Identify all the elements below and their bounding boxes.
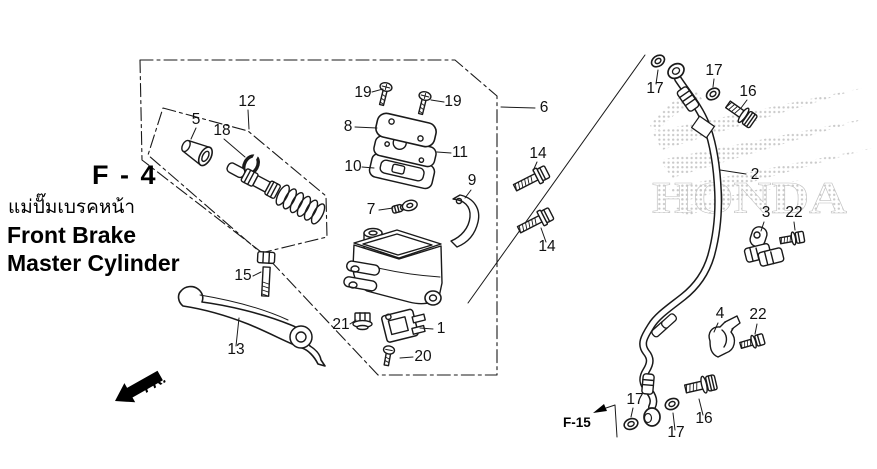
part-17-sealing-washer — [664, 397, 680, 411]
assembly-boundary-box — [139, 59, 498, 376]
part-9-lever-joint-holder — [450, 194, 480, 248]
part-12-master-cylinder-piston-set — [226, 162, 326, 225]
callout-17[interactable]: 17 — [646, 80, 663, 97]
part-15-pivot-bolt — [256, 251, 276, 297]
title-thai: แม่ปั๊มเบรคหน้า — [8, 196, 136, 218]
callout-2[interactable]: 2 — [751, 166, 760, 183]
callout-15[interactable]: 15 — [234, 267, 251, 284]
callout-11[interactable]: 11 — [452, 144, 468, 161]
callout-5[interactable]: 5 — [192, 111, 201, 128]
part-master-cylinder-body — [343, 227, 443, 306]
hose-connection-line — [467, 54, 646, 304]
part-1-brake-light-switch — [381, 308, 426, 343]
hose-banjo-eye-top — [667, 62, 685, 80]
part-7-float-pin — [391, 199, 418, 214]
part-16-banjo-bolt — [724, 100, 758, 129]
hose-banjo-eye-bottom — [643, 407, 661, 427]
callout-9[interactable]: 9 — [468, 172, 477, 189]
callout-6[interactable]: 6 — [540, 99, 549, 116]
callout-16[interactable]: 16 — [695, 410, 712, 427]
callout-8[interactable]: 8 — [344, 118, 353, 135]
callout-21[interactable]: 21 — [332, 316, 349, 333]
callout-labels: 19 19 8 11 10 7 9 6 14 14 12 5 18 15 13 … — [192, 62, 803, 441]
part-14-clamp-bolt — [512, 165, 551, 192]
cross-reference-pointer — [593, 404, 618, 438]
part-14-clamp-bolt — [516, 207, 555, 234]
callout-17[interactable]: 17 — [705, 62, 722, 79]
title-english-line1: Front Brake — [7, 222, 137, 248]
part-22-clamp-bolt — [779, 230, 806, 246]
callout-7[interactable]: 7 — [367, 201, 376, 218]
part-16-banjo-bolt — [683, 374, 718, 394]
part-4-hose-guide — [708, 315, 741, 358]
watermark-text: HONDA — [652, 173, 848, 223]
hose-outlet-port — [424, 290, 442, 306]
piston-kit-boundary — [147, 107, 328, 254]
callout-3[interactable]: 3 — [762, 204, 771, 221]
part-13-brake-lever — [177, 285, 326, 367]
callout-16[interactable]: 16 — [739, 83, 756, 100]
callout-14[interactable]: 14 — [538, 238, 556, 255]
section-code: F - 4 — [92, 160, 158, 190]
callout-19[interactable]: 19 — [354, 84, 371, 101]
callout-12[interactable]: 12 — [238, 93, 255, 110]
callout-22[interactable]: 22 — [749, 306, 766, 323]
part-17-sealing-washer — [705, 87, 721, 101]
front-direction-arrow — [115, 370, 163, 403]
part-20-switch-screw — [382, 345, 396, 367]
title-english-line2: Master Cylinder — [7, 250, 180, 276]
part-3-hose-clamp — [743, 226, 785, 267]
part-19-cover-screw — [378, 81, 393, 107]
part-17-sealing-washer — [650, 54, 666, 68]
leader-lines — [190, 69, 796, 431]
callout-14[interactable]: 14 — [529, 145, 547, 162]
part-10-diaphragm — [368, 152, 436, 190]
callout-17[interactable]: 17 — [667, 424, 684, 441]
callout-10[interactable]: 10 — [344, 158, 362, 175]
part-17-sealing-washer — [623, 417, 639, 431]
callout-19[interactable]: 19 — [444, 93, 461, 110]
callout-4[interactable]: 4 — [716, 305, 725, 322]
cross-reference-f15[interactable]: F-15 — [563, 415, 591, 430]
callout-18[interactable]: 18 — [213, 122, 230, 139]
callout-1[interactable]: 1 — [437, 320, 446, 337]
part-2-brake-hose — [639, 62, 723, 427]
part-11-diaphragm-plate — [373, 135, 437, 168]
part-22-guide-bolt — [739, 333, 766, 349]
part-5-piston-boot — [181, 139, 213, 167]
part-21-pivot-nut — [352, 312, 373, 331]
part-8-reservoir-cap — [375, 112, 437, 148]
callout-13[interactable]: 13 — [227, 341, 244, 358]
callout-22[interactable]: 22 — [785, 204, 802, 221]
honda-wing-logo: HONDA — [650, 88, 872, 223]
front-direction-label: FR. — [140, 370, 169, 397]
part-19-cover-screw — [417, 90, 432, 116]
piston-return-spring — [275, 184, 326, 225]
callout-20[interactable]: 20 — [414, 348, 432, 365]
callout-17[interactable]: 17 — [626, 391, 643, 408]
